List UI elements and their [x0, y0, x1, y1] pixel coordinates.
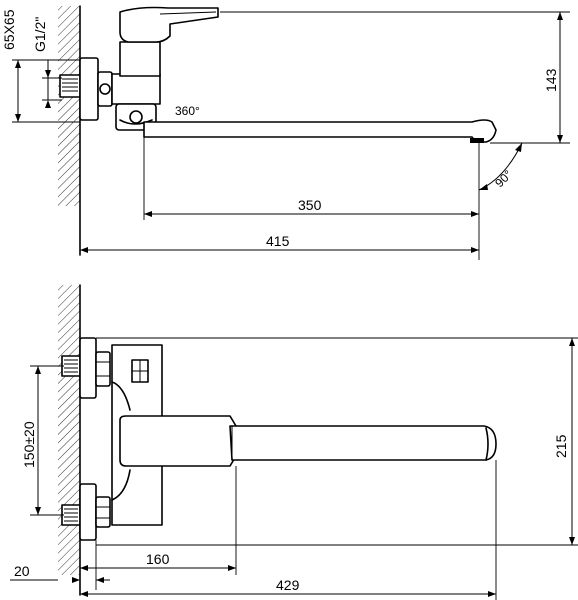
- height-143-label: 143: [543, 68, 559, 92]
- reach-350-label: 350: [298, 197, 322, 213]
- height-dimension-top: 143: [220, 11, 570, 144]
- angle-dimension: 90°: [478, 142, 523, 195]
- mixer-body-side: [111, 6, 219, 131]
- wall-section-front: [58, 284, 81, 596]
- side-view: 360° 65X65 G1/2" 143: [1, 5, 570, 260]
- offset-20-label: 20: [14, 563, 30, 579]
- upper-connector: [61, 337, 111, 399]
- rotation-label: 360°: [175, 104, 200, 118]
- overall-length-dimension: 429: [80, 460, 497, 600]
- wall-section-top: [58, 5, 81, 256]
- height-215-label: 215: [553, 434, 569, 458]
- reach-160-label: 160: [146, 551, 170, 567]
- front-view: 150±20 215 160 20: [10, 284, 578, 600]
- length-429-label: 429: [276, 577, 300, 593]
- body-reach-dimension: 160: [80, 466, 237, 575]
- thread-size-label: G1/2": [32, 17, 48, 52]
- center-distance-dimension: 150±20: [21, 365, 64, 516]
- handle-and-spout-front: [119, 415, 497, 467]
- lower-connector: [61, 483, 111, 541]
- thread-flange-dimensions: 65X65 G1/2": [1, 9, 80, 123]
- center-distance-label: 150±20: [21, 421, 37, 468]
- reach-415-label: 415: [266, 233, 290, 249]
- wall-offset-dimension: 20: [10, 540, 110, 590]
- eccentric-connector-top: [59, 57, 113, 121]
- flange-size-label: 65X65: [1, 9, 17, 50]
- height-dimension-front: 215: [96, 337, 578, 546]
- angle-90-label: 90°: [492, 167, 515, 190]
- spout-reach-dimension: 350: [143, 137, 480, 260]
- overall-reach-dimension: 415: [80, 233, 479, 253]
- spout-side: [143, 119, 497, 143]
